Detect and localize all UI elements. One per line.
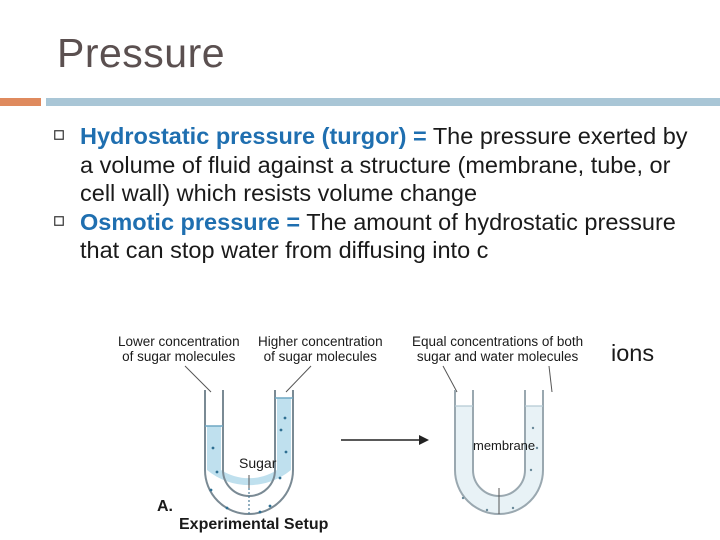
slide-body: Hydrostatic pressure (turgor) = The pres… (54, 122, 705, 265)
bullet-term: Hydrostatic pressure (turgor) = (80, 123, 427, 149)
osmosis-figure: Lower concentration of sugar molecules H… (115, 330, 635, 540)
bullet-text: The amount of hydrostatic pressure that … (80, 208, 676, 264)
label-higher-line1: Higher concentration (258, 334, 383, 349)
label-higher-concentration: Higher concentration of sugar molecules (258, 334, 383, 364)
panel-letter: A. (157, 498, 173, 515)
bullet-text: The pressure exerted by a volume of flui… (80, 123, 688, 206)
label-lower-line2: of sugar molecules (122, 349, 236, 364)
bullet-term: Osmotic pressure = (80, 208, 301, 235)
label-equal-concentration: Equal concentrations of both sugar and w… (412, 334, 583, 364)
title-accent-blue (46, 98, 720, 106)
square-bullet-icon (54, 215, 64, 226)
title-accent-orange (0, 98, 41, 106)
figure-caption: Experimental Setup (179, 516, 329, 533)
bullet-osmotic: Osmotic pressure = The amount of hydrost… (54, 208, 705, 265)
membrane-label: membrane (473, 438, 536, 453)
bullet-tail-text: ions (611, 340, 655, 366)
sugar-label: Sugar (239, 455, 277, 471)
label-higher-line2: of sugar molecules (263, 349, 377, 364)
label-lower-line1: Lower concentration (118, 334, 240, 349)
label-equal-line1: Equal concentrations of both (412, 334, 584, 349)
label-lower-concentration: Lower concentration of sugar molecules (118, 334, 240, 364)
slide-title: Pressure (57, 30, 226, 76)
label-equal-line2: sugar and water molecules (416, 349, 579, 364)
u-tube-diagram (184, 365, 553, 515)
bullet-hydrostatic: Hydrostatic pressure (turgor) = The pres… (54, 122, 705, 208)
square-bullet-icon (54, 130, 64, 140)
